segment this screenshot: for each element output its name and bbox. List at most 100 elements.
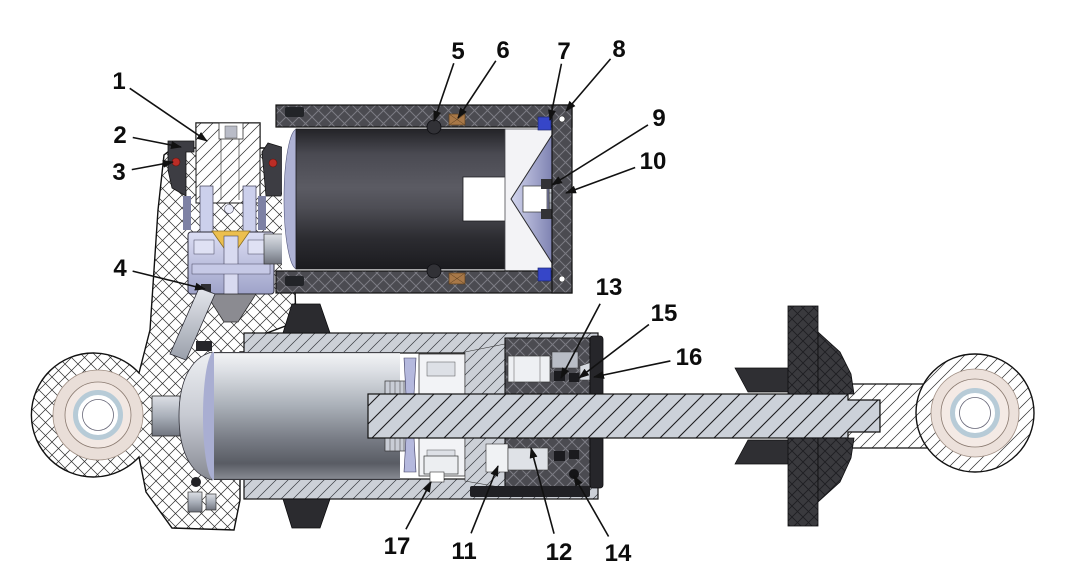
callout-leader-11 bbox=[470, 465, 499, 534]
rod-wiper-top bbox=[569, 373, 579, 382]
bump-column-top bbox=[787, 305, 819, 395]
hose-end-cap bbox=[196, 341, 212, 351]
callout-number-1: 1 bbox=[112, 68, 125, 95]
reservoir-clamp-top bbox=[282, 303, 331, 334]
callout-number-6: 6 bbox=[496, 37, 509, 64]
valve-funnel bbox=[205, 293, 257, 323]
callout-leader-4 bbox=[132, 270, 206, 291]
red-seal-left bbox=[171, 157, 181, 167]
damper-piston-top-port bbox=[426, 361, 456, 377]
callout-number-15: 15 bbox=[651, 300, 678, 327]
callout-number-7: 7 bbox=[557, 38, 570, 65]
callout-number-5: 5 bbox=[451, 38, 464, 65]
callout-leader-17 bbox=[405, 481, 432, 530]
rod-seal-bottom bbox=[554, 451, 565, 461]
body-end-dome bbox=[178, 351, 213, 481]
callout-number-3: 3 bbox=[112, 159, 125, 186]
blue-seal-bottom bbox=[537, 267, 552, 282]
left-eyelet-hole bbox=[82, 399, 114, 431]
callout-leader-14 bbox=[573, 475, 610, 537]
seal-head-bushing-bottom bbox=[507, 447, 549, 471]
shaft-assembly bbox=[367, 383, 975, 449]
seal-head-bushing-top bbox=[507, 355, 551, 383]
callout-leader-15 bbox=[578, 323, 650, 379]
fill-valve-body bbox=[522, 185, 548, 213]
callout-leader-6 bbox=[457, 60, 497, 119]
callout-number-11: 11 bbox=[451, 538, 476, 565]
callout-leader-13 bbox=[560, 303, 601, 379]
valve-detail-left bbox=[193, 239, 215, 255]
callout-leader-1 bbox=[129, 87, 208, 142]
valve-poppet-left bbox=[199, 185, 214, 235]
callout-number-17: 17 bbox=[384, 533, 411, 560]
piston-oring-top bbox=[426, 119, 442, 135]
bump-stop bbox=[734, 305, 855, 527]
callout-number-10: 10 bbox=[640, 148, 667, 175]
mount-foot-stud bbox=[187, 491, 203, 513]
check-valve-seal bbox=[201, 284, 211, 293]
mount-foot-stud-2 bbox=[205, 493, 217, 511]
callout-number-12: 12 bbox=[546, 539, 573, 566]
callout-leader-7 bbox=[548, 63, 563, 121]
callout-number-8: 8 bbox=[612, 36, 625, 63]
valve-seal-upper bbox=[541, 179, 553, 189]
bump-column-bottom bbox=[787, 437, 819, 527]
bump-wing-bottom bbox=[817, 437, 855, 503]
mount-foot-oring bbox=[191, 477, 201, 487]
callout-number-13: 13 bbox=[596, 274, 623, 301]
lock-nut-notch bbox=[429, 471, 445, 483]
callout-leader-5 bbox=[433, 63, 455, 122]
callout-leader-12 bbox=[529, 447, 555, 534]
valve-seal-lower bbox=[541, 209, 553, 219]
bump-wing-top bbox=[817, 331, 855, 395]
bleed-port bbox=[224, 204, 234, 214]
shim-stack-bottom bbox=[403, 437, 417, 473]
piston-oring-bottom bbox=[426, 263, 442, 279]
right-eyelet bbox=[915, 353, 1035, 473]
tube-ridge-top bbox=[285, 107, 304, 117]
piston-shaft bbox=[367, 393, 881, 439]
adjuster-pin-left bbox=[183, 196, 191, 230]
valve-poppet-right bbox=[242, 185, 257, 235]
callout-number-4: 4 bbox=[113, 255, 127, 282]
tube-ridge-bottom bbox=[285, 276, 304, 286]
reservoir-end-cap bbox=[551, 104, 573, 294]
reservoir-assembly bbox=[275, 104, 573, 294]
callout-number-9: 9 bbox=[652, 105, 665, 132]
reservoir-clamp-bottom bbox=[282, 498, 331, 529]
reservoir-tube-bottom-wall bbox=[275, 270, 573, 294]
spacer-wedge-top bbox=[464, 343, 506, 395]
rod-seal-top bbox=[554, 371, 565, 381]
adjuster-assembly bbox=[167, 122, 289, 361]
blue-seal-top bbox=[537, 116, 552, 131]
callout-leader-9 bbox=[551, 124, 649, 186]
bump-collar-bottom bbox=[734, 439, 791, 465]
callout-number-14: 14 bbox=[605, 540, 632, 567]
lock-nut bbox=[423, 455, 459, 475]
adjuster-top-insert bbox=[224, 125, 238, 139]
reservoir-tube-top-wall bbox=[275, 104, 573, 128]
callout-leader-10 bbox=[565, 166, 636, 194]
bronze-band-bottom-x bbox=[448, 272, 466, 285]
transfer-hose bbox=[169, 287, 216, 361]
adjuster-pin-right bbox=[258, 196, 266, 230]
callout-number-2: 2 bbox=[113, 122, 126, 149]
callout-number-16: 16 bbox=[676, 344, 703, 371]
tube-end-strip bbox=[470, 486, 590, 497]
bump-collar-top bbox=[734, 367, 791, 393]
rod-wiper-bottom bbox=[569, 450, 579, 459]
red-seal-right bbox=[268, 158, 278, 168]
right-eyelet-hole bbox=[959, 397, 991, 429]
shaft-nut-bottom-threads bbox=[389, 438, 405, 451]
callout-leader-8 bbox=[565, 58, 612, 112]
body-end-stud bbox=[151, 395, 181, 437]
valve-bar bbox=[191, 263, 271, 275]
callout-leader-16 bbox=[593, 360, 671, 379]
callout-leader-2 bbox=[132, 136, 182, 149]
cap-screw-top bbox=[558, 115, 566, 123]
adjuster-cap-left bbox=[167, 140, 195, 197]
shim-stack-top bbox=[403, 357, 417, 395]
